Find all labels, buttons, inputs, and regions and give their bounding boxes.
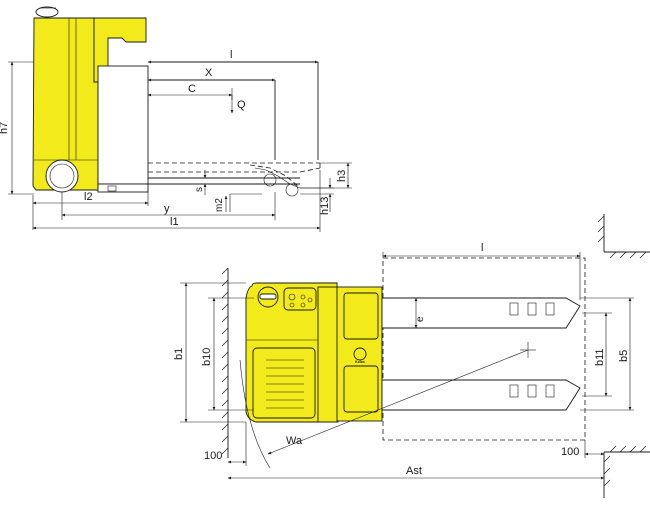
- label-b10: b10: [201, 348, 213, 366]
- label-l-top: l: [481, 242, 483, 254]
- turning-radius: Wa: [239, 342, 536, 469]
- label-clear-right: 100: [561, 446, 579, 458]
- load-wheel: [249, 164, 301, 197]
- brand-text: Kolos: [355, 360, 365, 364]
- label-s: s: [194, 187, 205, 192]
- label-b5: b5: [618, 350, 630, 362]
- label-h13: h13: [319, 197, 331, 215]
- battery-compartment: [97, 65, 149, 193]
- top-view: Kolos: [173, 214, 650, 498]
- label-b11: b11: [594, 348, 606, 366]
- label-h3: h3: [336, 170, 348, 182]
- label-c: C: [188, 83, 196, 95]
- label-l-side: l: [230, 49, 232, 61]
- side-view: l X C Q h7 h3 h13 s m2: [0, 6, 352, 232]
- truck-body-top: Kolos: [245, 282, 383, 423]
- label-wa: Wa: [286, 435, 303, 447]
- label-y: y: [164, 203, 170, 215]
- label-l1: l1: [170, 216, 179, 228]
- label-q: Q: [237, 99, 246, 111]
- left-wall: [221, 267, 229, 458]
- label-h7: h7: [0, 122, 10, 134]
- drive-wheel: [45, 159, 79, 193]
- right-wall-top: [597, 214, 650, 259]
- label-clear-left: 100: [204, 450, 222, 462]
- label-ast: Ast: [406, 465, 422, 477]
- label-e: e: [415, 316, 426, 322]
- raised-fork: [148, 162, 321, 173]
- label-l2: l2: [84, 191, 93, 203]
- right-wall-bottom: [603, 445, 650, 498]
- label-b1: b1: [173, 348, 185, 360]
- pallet-outline: [382, 257, 586, 441]
- forks: [381, 297, 581, 411]
- label-m2: m2: [214, 198, 225, 212]
- truck-body-side: [32, 6, 147, 193]
- label-x: X: [205, 67, 213, 79]
